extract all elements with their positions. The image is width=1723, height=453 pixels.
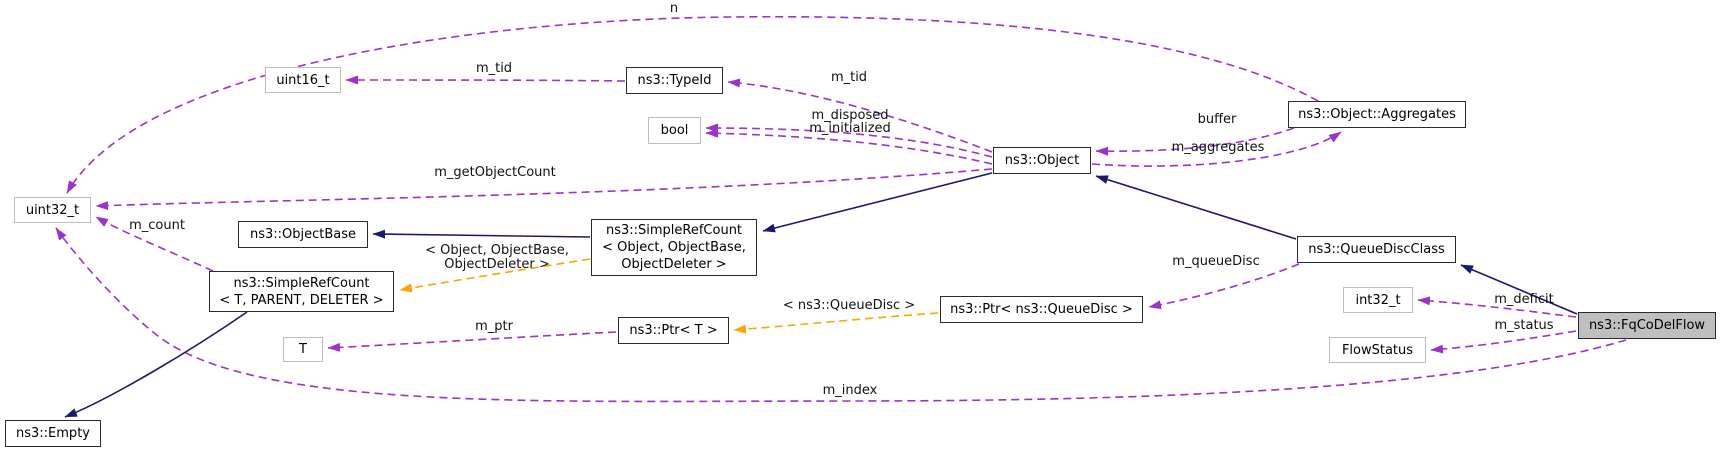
edge-m-aggregates [1091,131,1342,167]
edge-label-m-tid: m_tid [830,70,868,85]
node-fqcodelflow: ns3::FqCoDelFlow [1578,312,1716,339]
node-simplerefcount-object[interactable]: ns3::SimpleRefCount < Object, ObjectBase… [591,219,757,276]
edge-label-m-index: m_index [822,383,878,398]
node-object-aggregates[interactable]: ns3::Object::Aggregates [1288,101,1466,128]
node-uint32-t[interactable]: uint32_t [14,197,91,223]
edge-m-index [55,227,1627,403]
node-ptr-t[interactable]: ns3::Ptr< T > [618,317,729,344]
node-label: ns3::ObjectBase [249,227,357,242]
edge-label-m-queuedisc: m_queueDisc [1172,254,1260,269]
node-empty[interactable]: ns3::Empty [5,420,101,447]
edge-label-m-aggregates: m_aggregates [1171,140,1265,155]
edge-label-m-getobjectcount: m_getObjectCount [434,165,556,180]
node-label: uint16_t [276,72,330,88]
edge-inherit-fqcodelflow-queuediscclass [1460,264,1578,315]
node-label: ns3::QueueDiscClass [1308,242,1445,257]
edge-template-ptr [733,312,939,334]
node-label: T [299,342,307,357]
node-int32-t[interactable]: int32_t [1343,287,1413,313]
node-label: FlowStatus [1341,342,1414,358]
edge-m-queuedisc [1148,263,1300,310]
node-simplerefcount-template[interactable]: ns3::SimpleRefCount < T, PARENT, DELETER… [209,271,394,312]
node-label: bool [660,123,689,138]
edge-m-status [1430,330,1577,354]
edge-m-tid-typeid-to-uint16 [345,75,626,85]
node-label: int32_t [1355,292,1401,308]
node-typeid[interactable]: ns3::TypeId [626,67,723,94]
node-t[interactable]: T [283,337,323,362]
edge-m-ptr [327,331,617,352]
edge-template-simplerefcount [399,258,591,293]
edge-m-initialized [705,128,993,165]
node-label-line: ns3::SimpleRefCount [233,275,370,291]
node-object[interactable]: ns3::Object [993,147,1091,174]
edge-inherit-simplerefcount-objectbase [372,229,591,239]
node-flowstatus[interactable]: FlowStatus [1329,337,1426,363]
edge-label-buffer: buffer [1197,112,1237,127]
edge-inherit-queuediscclass-object [1095,175,1297,240]
edge-label-m-tid: m_tid [475,61,513,76]
node-label: ns3::TypeId [637,73,712,88]
edge-label-template-args: < ns3::QueueDisc > [782,298,916,313]
edge-m-tid-object-to-typeid [727,78,993,153]
edge-label-m-ptr: m_ptr [475,319,513,334]
node-queuediscclass[interactable]: ns3::QueueDiscClass [1297,236,1456,263]
node-bool[interactable]: bool [648,117,701,144]
edge-m-deficit [1417,296,1577,318]
node-label-line: ObjectDeleter > [621,257,727,272]
edge-label-m-count: m_count [129,218,185,233]
node-label: ns3::Object [1004,153,1080,168]
node-label-line: < Object, ObjectBase, [602,240,746,255]
node-uint16-t[interactable]: uint16_t [265,67,341,93]
node-objectbase[interactable]: ns3::ObjectBase [238,221,368,248]
node-label: ns3::Object::Aggregates [1298,107,1456,122]
node-ptr-queuedisc[interactable]: ns3::Ptr< ns3::QueueDisc > [940,296,1143,323]
node-label-line: < T, PARENT, DELETER > [219,292,384,308]
edge-inherit-simplerefcount-empty [64,311,248,418]
node-label-line: ns3::SimpleRefCount [605,223,743,238]
edge-label-n: n [669,1,679,16]
edge-label-template-args: ObjectDeleter > [444,257,550,272]
edge-inherit-object-simplerefcount [762,172,993,233]
edge-label-m-deficit: m_deficit [1494,292,1554,307]
edge-m-count [95,216,214,272]
node-label: uint32_t [25,202,80,218]
edge-label-m-disposed: m_disposed [811,108,889,123]
node-label: ns3::FqCoDelFlow [1588,318,1706,333]
edge-m-disposed [705,123,993,158]
edge-n [66,15,1319,194]
node-label: ns3::Ptr< T > [629,323,718,338]
edge-label-template-args: < Object, ObjectBase, [425,243,569,258]
node-label: ns3::Ptr< ns3::QueueDisc > [950,302,1133,317]
node-label: ns3::Empty [16,426,90,441]
edge-label-m-status: m_status [1494,318,1554,333]
edge-label-m-initialized: m_initialized [809,121,891,136]
